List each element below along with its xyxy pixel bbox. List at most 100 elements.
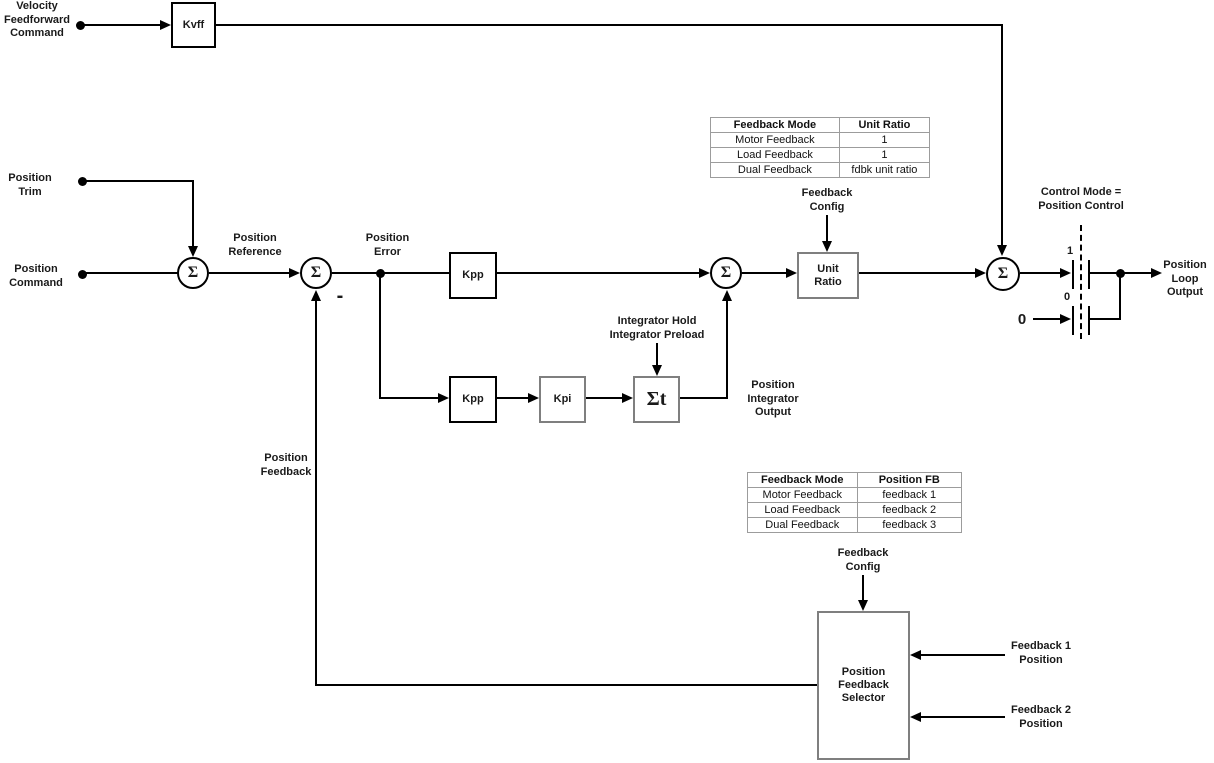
table-cell: feedback 1 (856, 487, 963, 503)
arrowhead-into-kpp-lower (438, 393, 449, 403)
position-fb-table-header: Position FB (856, 472, 963, 488)
wire-kvff-across-top (216, 24, 1003, 26)
kpp-upper-block: Kpp (449, 252, 497, 299)
arrowhead-into-switch-0 (1060, 314, 1071, 324)
arrowhead-into-integrator (622, 393, 633, 403)
position-integrator-output-label: Position Integrator Output (747, 379, 799, 418)
arrowhead-into-kvff (160, 20, 171, 30)
table-cell: Load Feedback (747, 502, 858, 518)
arrowhead-feedback2-into-selector (910, 712, 921, 722)
control-mode-label: Control Mode = Position Control (1038, 186, 1124, 212)
feedback1-position-label: Feedback 1 Position (1011, 640, 1071, 666)
velocity-feedforward-label: Velocity Feedforward Command (3, 0, 70, 39)
wire-feedback-config-lower (862, 575, 864, 601)
sum-junction-1: Σ (177, 257, 209, 289)
arrowhead-into-unit-ratio-top (822, 241, 832, 252)
feedback-config-lower-label: Feedback Config (837, 547, 889, 573)
table-row: Dual Feedback fdbk unit ratio (710, 162, 931, 178)
wire-feedback-vertical (315, 299, 317, 686)
table-cell: fdbk unit ratio (838, 162, 931, 178)
table-row: Dual Feedback feedback 3 (747, 517, 963, 533)
switch-position-1-label: 1 (1066, 245, 1074, 257)
wire-feedback-horizontal (315, 684, 818, 686)
position-loop-output-label: Position Loop Output (1163, 259, 1207, 298)
wire-kpi-to-integrator (586, 397, 622, 399)
wire-branch-to-kpp-lower (380, 397, 438, 399)
integrator-block: Σt (633, 376, 680, 423)
wire-zero-to-switch (1033, 318, 1060, 320)
wire-integrator-up (726, 299, 728, 399)
command-input-node (78, 270, 87, 279)
arrowhead-position-loop-output (1151, 268, 1162, 278)
arrowhead-feedback1-into-selector (910, 650, 921, 660)
unit-ratio-table: Feedback Mode Unit Ratio Motor Feedback … (710, 117, 931, 178)
table-cell: Dual Feedback (747, 517, 858, 533)
output-junction-node (1116, 269, 1125, 278)
wire-feedback2 (921, 716, 1005, 718)
table-cell: feedback 3 (856, 517, 963, 533)
wire-sum4-to-switch (1020, 272, 1060, 274)
sum-junction-4: Σ (986, 257, 1020, 291)
table-cell: Load Feedback (710, 147, 840, 163)
wire-trim-down (192, 180, 194, 246)
wire-integrator-hold-down (656, 343, 658, 366)
table-cell: 1 (838, 132, 931, 148)
position-error-label: Position Error (365, 232, 410, 258)
arrowhead-into-sum4-left (975, 268, 986, 278)
table-row: Load Feedback feedback 2 (747, 502, 963, 518)
wire-error-branch-down (379, 273, 381, 399)
position-command-label: Position Command (9, 263, 63, 289)
switch-contact-0-right (1088, 306, 1090, 335)
integrator-hold-label: Integrator Hold Integrator Preload (609, 315, 705, 341)
arrowhead-into-sum2-left (289, 268, 300, 278)
wire-feedback1 (921, 654, 1005, 656)
kpi-block: Kpi (539, 376, 586, 423)
wire-command-to-sum1 (82, 272, 178, 274)
wire-switch1-to-node (1090, 272, 1121, 274)
sum-junction-3: Σ (710, 257, 742, 289)
unit-ratio-block: Unit Ratio (797, 252, 859, 299)
arrowhead-into-sum4-top (997, 245, 1007, 256)
switch-contact-1-left (1072, 260, 1074, 289)
unit-ratio-table-header: Feedback Mode (710, 117, 840, 133)
feedback2-position-label: Feedback 2 Position (1011, 704, 1071, 730)
arrowhead-into-sum3-bottom (722, 290, 732, 301)
kvff-block: Kvff (171, 2, 216, 48)
table-cell: feedback 2 (856, 502, 963, 518)
wire-sum2-to-kpp (332, 272, 449, 274)
position-feedback-selector-block: Position Feedback Selector (817, 611, 910, 760)
table-cell: Motor Feedback (747, 487, 858, 503)
wire-kpp-to-kpi (497, 397, 528, 399)
arrowhead-into-sum1-top (188, 246, 198, 257)
table-row: Motor Feedback 1 (710, 132, 931, 148)
unit-ratio-table-header: Unit Ratio (838, 117, 931, 133)
table-cell: Dual Feedback (710, 162, 840, 178)
arrowhead-into-switch-1 (1060, 268, 1071, 278)
wire-vff-down-to-sum4 (1001, 24, 1003, 246)
position-fb-table: Feedback Mode Position FB Motor Feedback… (747, 472, 963, 533)
position-fb-table-header: Feedback Mode (747, 472, 858, 488)
table-cell: Motor Feedback (710, 132, 840, 148)
wire-sum1-to-sum2 (209, 272, 289, 274)
arrowhead-into-sum3-left (699, 268, 710, 278)
wire-unit-ratio-to-sum4 (859, 272, 975, 274)
wire-trim-horizontal (82, 180, 194, 182)
position-reference-label: Position Reference (228, 232, 282, 258)
wire-sum3-to-unit-ratio (742, 272, 786, 274)
arrowhead-into-unit-ratio (786, 268, 797, 278)
sum-junction-2: Σ (300, 257, 332, 289)
position-feedback-label: Position Feedback (260, 452, 312, 478)
zero-input-label: 0 (1017, 311, 1027, 328)
table-row: Load Feedback 1 (710, 147, 931, 163)
switch-dashed-boundary (1080, 225, 1082, 339)
wire-vff-to-kvff (80, 24, 160, 26)
wire-feedback-config-upper (826, 215, 828, 242)
wire-node-to-output (1121, 272, 1151, 274)
table-cell: 1 (838, 147, 931, 163)
switch-contact-1-right (1088, 260, 1090, 289)
minus-sign: - (336, 285, 344, 307)
table-row: Motor Feedback feedback 1 (747, 487, 963, 503)
arrowhead-into-selector-top (858, 600, 868, 611)
wire-switch0-up-to-node (1119, 274, 1121, 320)
